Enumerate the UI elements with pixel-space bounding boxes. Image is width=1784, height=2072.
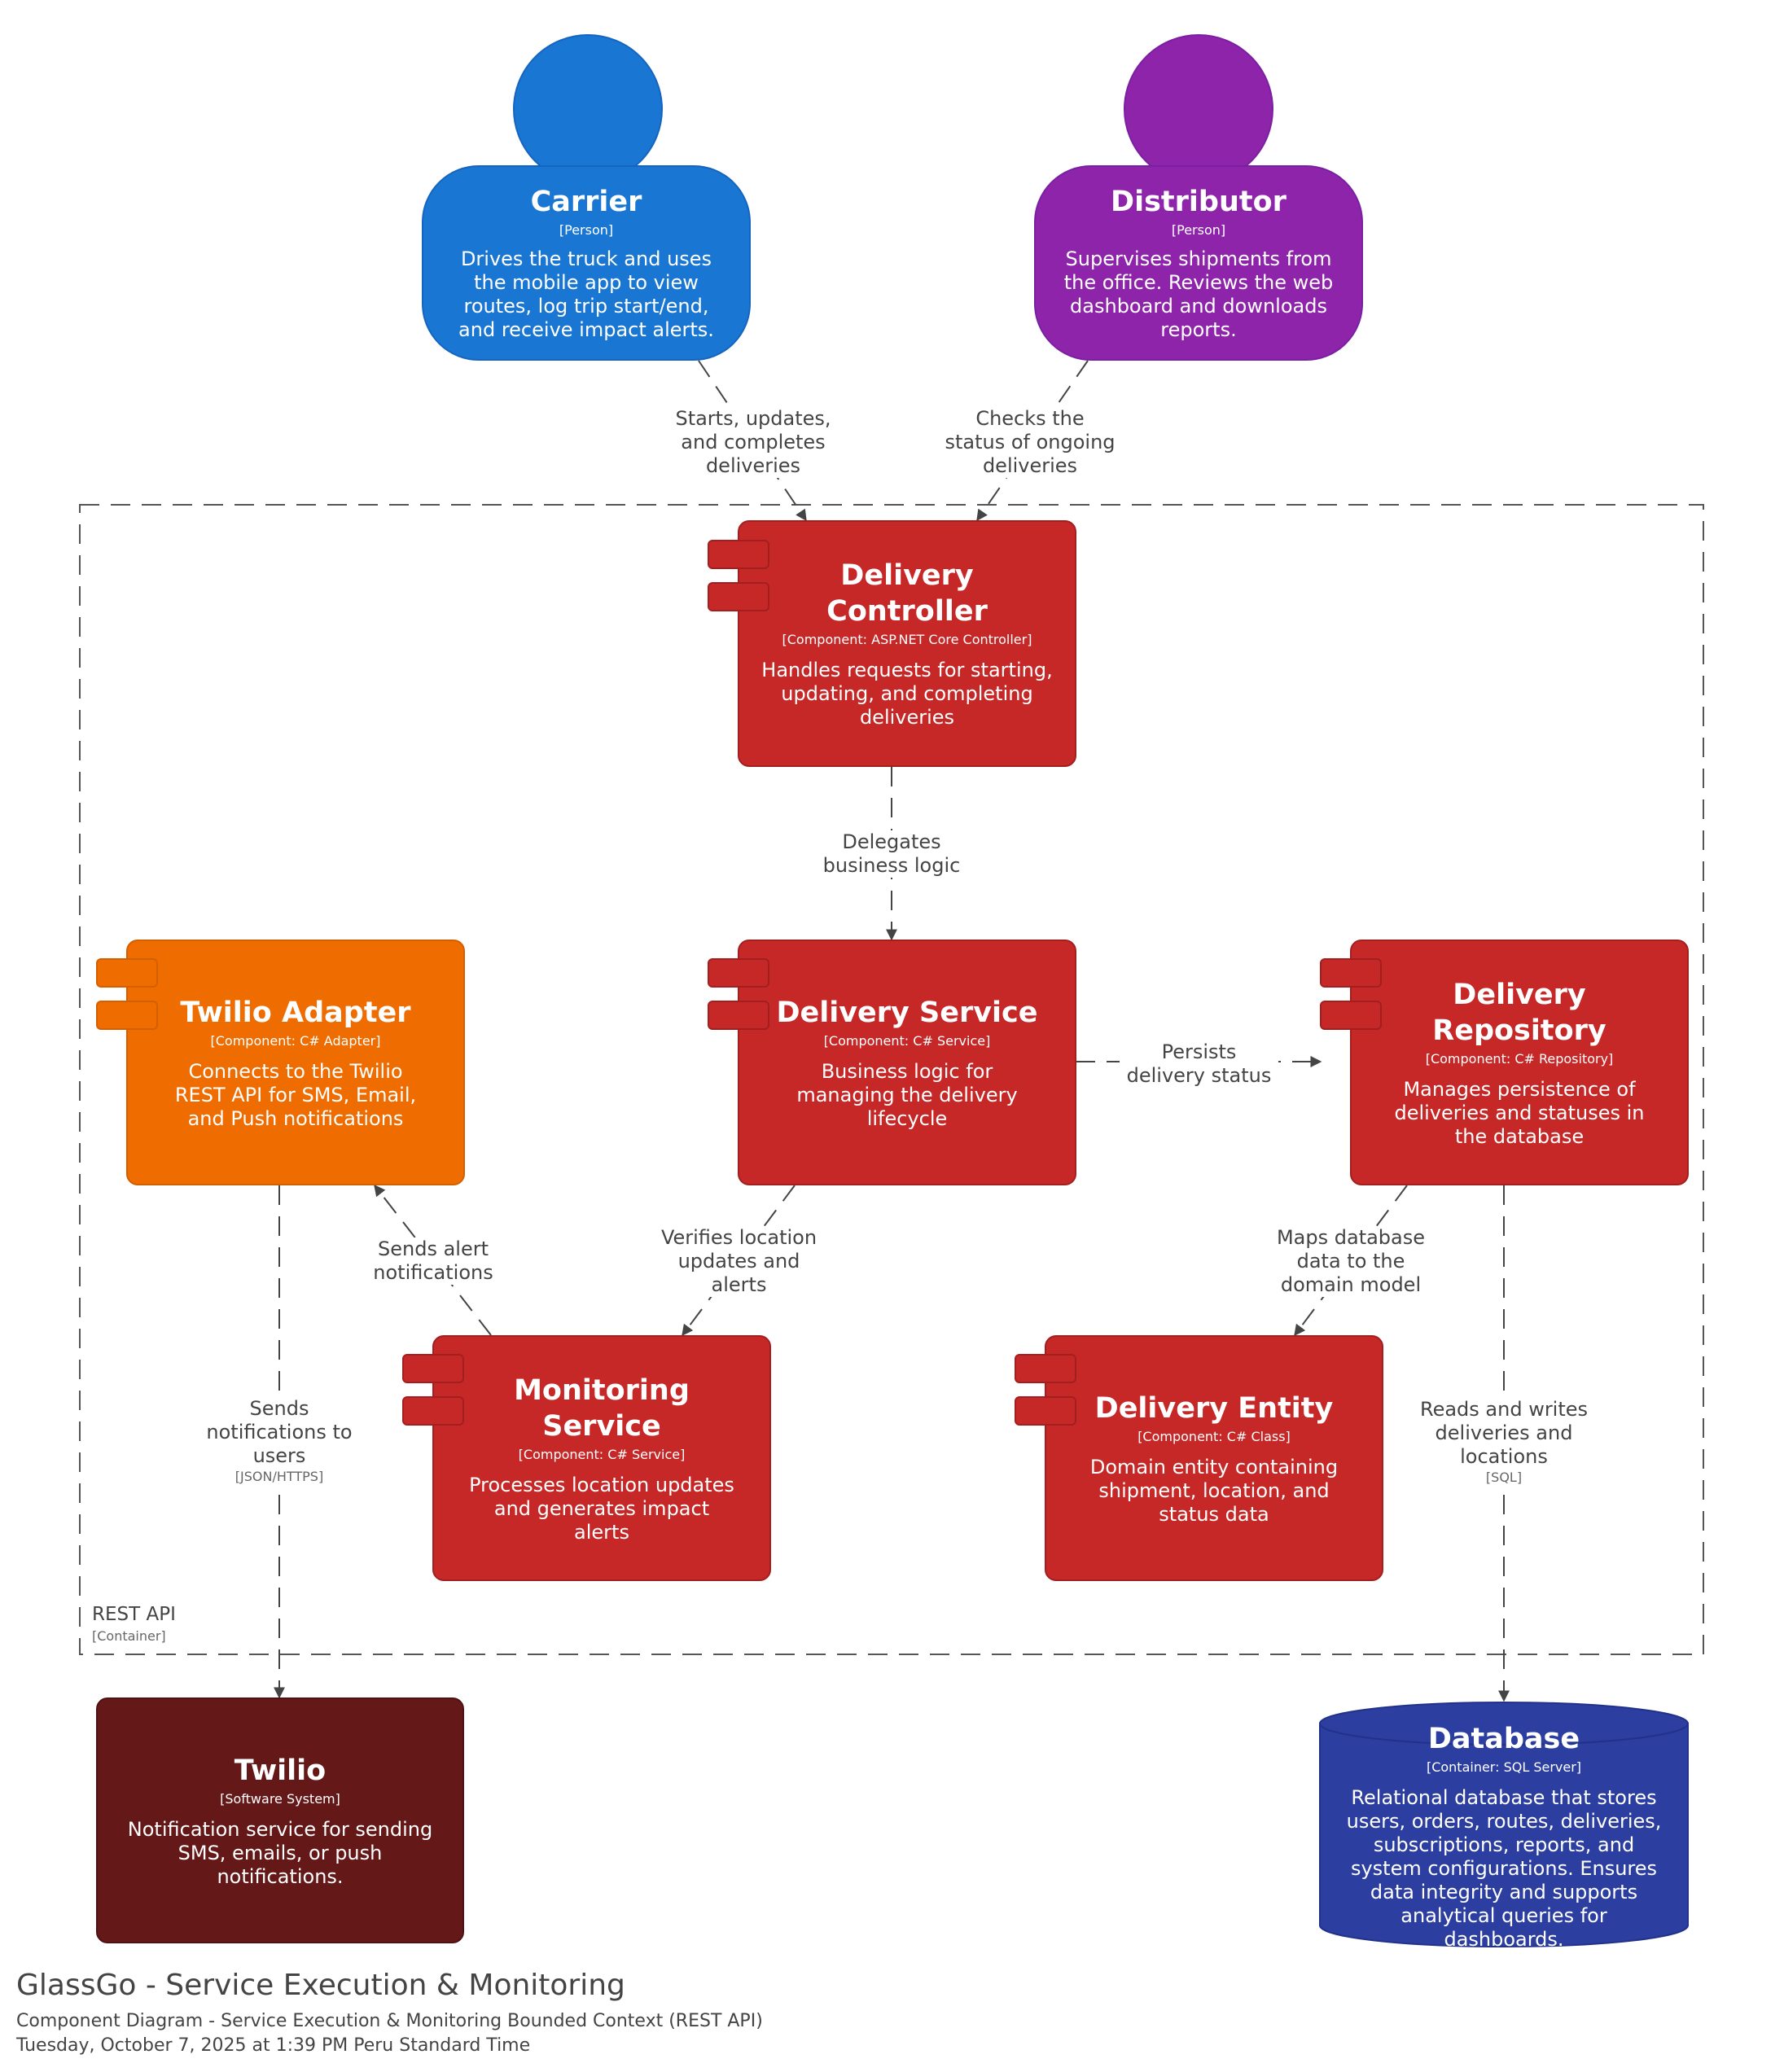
- distributor-description: Supervises shipments from the office. Re…: [1063, 248, 1334, 341]
- component-tab-icon: [708, 1001, 769, 1030]
- component-tab-icon: [708, 540, 769, 569]
- edge-label-service-monitoring: Verifies location updates and alerts: [655, 1226, 822, 1297]
- edge-label-controller-service: Delegates business logic: [818, 830, 965, 878]
- delivery-controller-description: Handles requests for starting, updating,…: [761, 659, 1053, 729]
- legend-subtitle: Component Diagram - Service Execution & …: [16, 2011, 763, 2031]
- distributor-person: Distributor [Person] Supervises shipment…: [1034, 165, 1363, 361]
- component-tab-icon: [1320, 958, 1382, 988]
- delivery-repository-component: Delivery Repository [Component: C# Repos…: [1350, 940, 1689, 1185]
- component-tab-icon: [1015, 1396, 1076, 1426]
- carrier-title: Carrier: [530, 186, 642, 218]
- edge-label-repository-database-text: Reads and writes deliveries and location…: [1419, 1398, 1589, 1468]
- boundary-name: REST API: [92, 1604, 176, 1625]
- edge-label-adapter-twilio-text: Sends notifications to users: [206, 1397, 353, 1467]
- edge-label-service-repository: Persists delivery status: [1120, 1040, 1278, 1088]
- delivery-entity-description: Domain entity containing shipment, locat…: [1089, 1455, 1339, 1526]
- distributor-title: Distributor: [1111, 186, 1286, 218]
- twilio-title: Twilio: [234, 1754, 327, 1787]
- delivery-service-title: Delivery Service: [776, 996, 1038, 1029]
- twilio-adapter-component: Twilio Adapter [Component: C# Adapter] C…: [126, 940, 465, 1185]
- carrier-person-head: [513, 34, 663, 184]
- delivery-repository-title: Delivery Repository: [1432, 978, 1606, 1047]
- edge-tech-adapter-twilio: [JSON/HTTPS]: [235, 1469, 324, 1484]
- boundary-type: [Container]: [92, 1628, 166, 1644]
- component-tab-icon: [96, 958, 158, 988]
- edge-label-distributor-controller: Checks the status of ongoing deliveries: [945, 407, 1116, 478]
- database-type: [Container: SQL Server]: [1426, 1759, 1582, 1775]
- delivery-repository-description: Manages persistence of deliveries and st…: [1394, 1077, 1645, 1148]
- legend-timestamp: Tuesday, October 7, 2025 at 1:39 PM Peru…: [16, 2035, 531, 2056]
- delivery-entity-title: Delivery Entity: [1094, 1391, 1334, 1425]
- component-tab-icon: [1015, 1354, 1076, 1383]
- delivery-controller-component: Delivery Controller [Component: ASP.NET …: [738, 520, 1076, 767]
- component-tab-icon: [402, 1354, 464, 1383]
- edge-label-adapter-twilio: Sends notifications to users [JSON/HTTPS…: [202, 1397, 357, 1486]
- legend-title: GlassGo - Service Execution & Monitoring: [16, 1969, 625, 2002]
- delivery-repository-type: [Component: C# Repository]: [1425, 1050, 1614, 1067]
- edge-tech-repository-database: [SQL]: [1485, 1470, 1523, 1485]
- monitoring-service-title: Monitoring Service: [514, 1373, 690, 1443]
- edge-label-carrier-controller: Starts, updates, and completes deliverie…: [673, 407, 834, 478]
- delivery-entity-type: [Component: C# Class]: [1137, 1428, 1291, 1444]
- delivery-controller-type: [Component: ASP.NET Core Controller]: [782, 632, 1032, 647]
- edge-label-repository-database: Reads and writes deliveries and location…: [1417, 1398, 1591, 1487]
- edge-label-repository-entity: Maps database data to the domain model: [1270, 1226, 1431, 1297]
- carrier-person: Carrier [Person] Drives the truck and us…: [422, 165, 751, 361]
- delivery-service-component: Delivery Service [Component: C# Service]…: [738, 940, 1076, 1185]
- monitoring-service-type: [Component: C# Service]: [518, 1446, 686, 1462]
- database-description: Relational database that stores users, o…: [1346, 1785, 1662, 1951]
- carrier-type: [Person]: [559, 222, 614, 238]
- database-cylinder-shape: [1319, 1702, 1689, 1947]
- monitoring-service-component: Monitoring Service [Component: C# Servic…: [432, 1335, 771, 1581]
- twilio-adapter-type: [Component: C# Adapter]: [210, 1032, 381, 1049]
- component-tab-icon: [1320, 1001, 1382, 1030]
- component-tab-icon: [708, 582, 769, 611]
- twilio-system: Twilio [Software System] Notification se…: [96, 1697, 464, 1943]
- monitoring-service-description: Processes location updates and generates…: [469, 1473, 734, 1544]
- delivery-controller-title: Delivery Controller: [826, 559, 988, 628]
- database-container: Database [Container: SQL Server] Relatio…: [1335, 1723, 1672, 1951]
- component-tab-icon: [708, 958, 769, 988]
- distributor-type: [Person]: [1171, 222, 1226, 238]
- component-tab-icon: [402, 1396, 464, 1426]
- edge-label-monitoring-adapter: Sends alert notifications: [368, 1238, 498, 1285]
- delivery-entity-component: Delivery Entity [Component: C# Class] Do…: [1045, 1335, 1383, 1581]
- carrier-description: Drives the truck and uses the mobile app…: [458, 248, 714, 341]
- distributor-person-head: [1124, 34, 1273, 184]
- delivery-service-description: Business logic for managing the delivery…: [796, 1059, 1018, 1130]
- delivery-service-type: [Component: C# Service]: [823, 1032, 991, 1049]
- database-title: Database: [1427, 1722, 1580, 1755]
- twilio-description: Notification service for sending SMS, em…: [127, 1817, 433, 1888]
- twilio-adapter-description: Connects to the Twilio REST API for SMS,…: [174, 1059, 417, 1130]
- rest-api-boundary: [79, 504, 1704, 1655]
- twilio-type: [Software System]: [220, 1790, 340, 1807]
- component-tab-icon: [96, 1001, 158, 1030]
- twilio-adapter-title: Twilio Adapter: [180, 996, 411, 1029]
